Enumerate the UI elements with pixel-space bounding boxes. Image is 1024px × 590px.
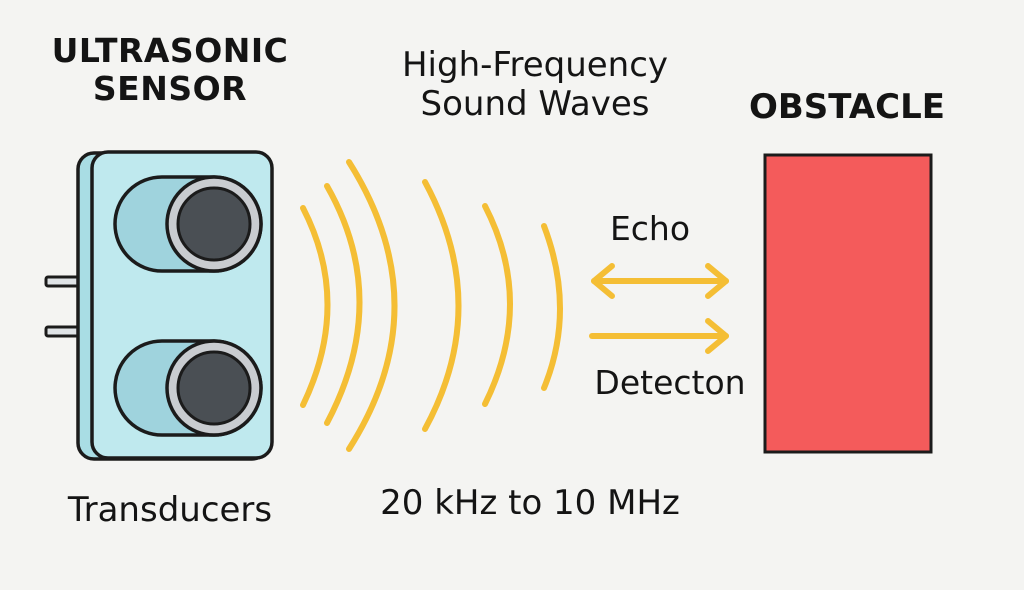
transducers-label: Transducers xyxy=(67,490,273,530)
sound-wave-6 xyxy=(541,223,563,391)
sensor-title: ULTRASONIC SENSOR xyxy=(20,32,320,107)
sound-wave-4 xyxy=(422,179,462,432)
obstacle-title: OBSTACLE xyxy=(748,87,945,127)
echo-arrow-head-right xyxy=(705,263,729,299)
waves-title-line1: High-Frequency xyxy=(401,45,669,85)
echo-arrow xyxy=(591,263,729,299)
sound-wave-2 xyxy=(324,183,363,426)
detection-label: Detecton xyxy=(594,363,746,402)
detection-arrow xyxy=(589,318,729,354)
obstacle-block xyxy=(763,153,933,454)
echo-label: Echo xyxy=(609,209,691,248)
sound-wave-3 xyxy=(346,159,398,452)
waves-title-line2: Sound Waves xyxy=(420,83,650,124)
sound-waves xyxy=(300,159,563,452)
transducer-bottom xyxy=(113,339,263,437)
sound-wave-1 xyxy=(300,205,331,408)
transducer-bottom-core xyxy=(176,350,252,426)
transducer-top xyxy=(113,175,263,273)
transducer-top-core xyxy=(176,186,252,262)
waves-title: High-Frequency Sound Waves xyxy=(360,46,710,124)
detection-arrow-head xyxy=(705,318,729,354)
frequency-range-label: 20 kHz to 10 MHz xyxy=(380,483,680,523)
sound-wave-5 xyxy=(482,203,513,407)
sensor-title-line2: SENSOR xyxy=(92,68,248,108)
echo-arrow-head-left xyxy=(591,263,615,299)
sensor-title-line1: ULTRASONIC xyxy=(51,31,289,70)
